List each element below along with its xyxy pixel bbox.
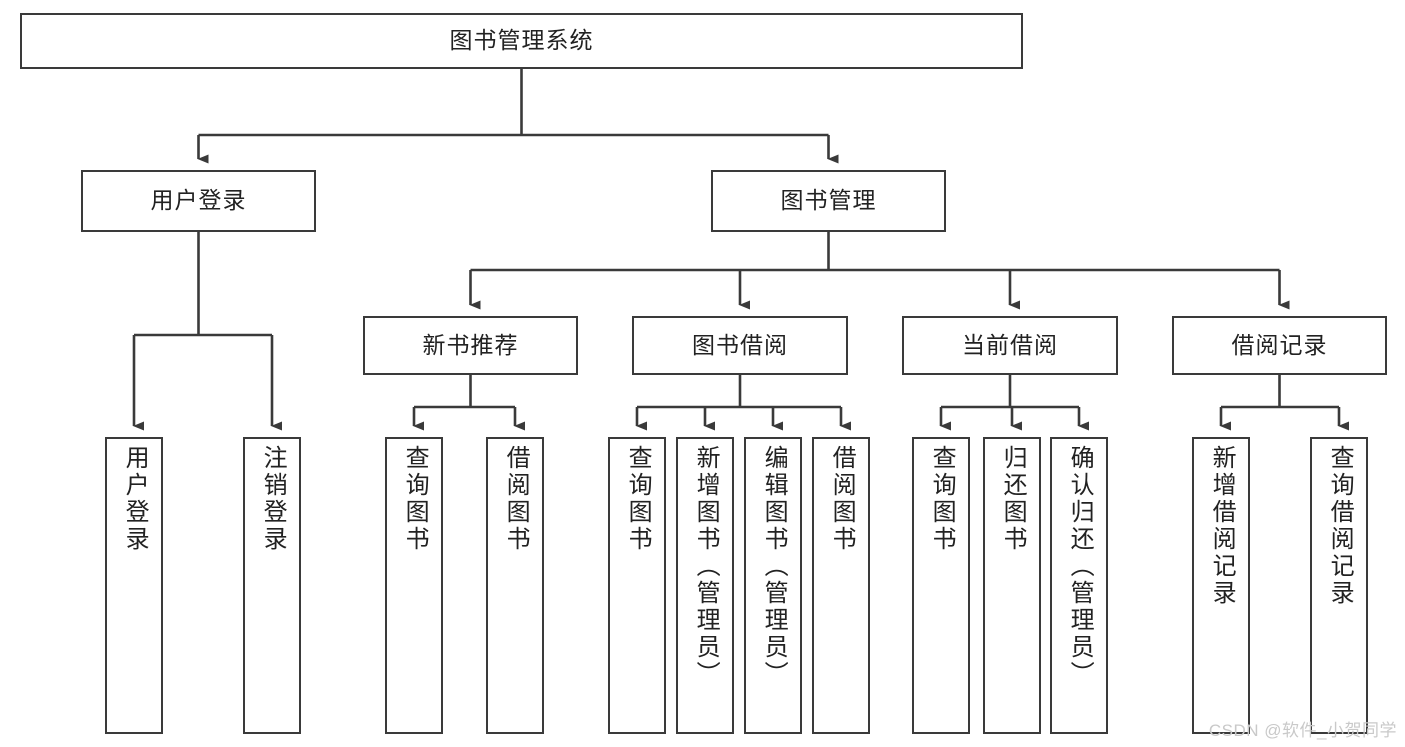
node-leaf3[interactable]: 查询图书: [385, 437, 443, 734]
node-l1b[interactable]: 图书管理: [711, 170, 946, 232]
node-leaf8[interactable]: 借阅图书: [812, 437, 870, 734]
node-leaf12[interactable]: 新增借阅记录: [1192, 437, 1250, 734]
node-label: 新增图书（管理员）: [692, 445, 720, 688]
watermark: CSDN @软件_小贺同学: [1208, 721, 1397, 740]
node-label: 借阅记录: [1231, 331, 1328, 358]
node-leaf6[interactable]: 新增图书（管理员）: [676, 437, 734, 734]
node-label: 查询图书: [624, 445, 652, 553]
node-label: 图书管理系统: [449, 27, 594, 54]
node-root[interactable]: 图书管理系统: [20, 13, 1023, 69]
node-label: 用户登录: [150, 187, 247, 214]
node-leaf13[interactable]: 查询借阅记录: [1310, 437, 1368, 734]
node-l1a[interactable]: 用户登录: [81, 170, 316, 232]
node-label: 查询图书: [928, 445, 956, 553]
node-label: 查询借阅记录: [1326, 445, 1354, 607]
node-leaf7[interactable]: 编辑图书（管理员）: [744, 437, 802, 734]
node-leaf4[interactable]: 借阅图书: [486, 437, 544, 734]
node-label: 新增借阅记录: [1208, 445, 1236, 607]
node-leaf2[interactable]: 注销登录: [243, 437, 301, 734]
node-label: 编辑图书（管理员）: [760, 445, 788, 688]
node-label: 图书管理: [780, 187, 877, 214]
node-l2a[interactable]: 新书推荐: [363, 316, 578, 375]
node-l2d[interactable]: 借阅记录: [1172, 316, 1387, 375]
node-label: 当前借阅: [962, 331, 1058, 358]
node-label: 确认归还（管理员）: [1066, 445, 1094, 688]
node-label: 借阅图书: [828, 445, 856, 553]
node-l2b[interactable]: 图书借阅: [632, 316, 848, 375]
node-l2c[interactable]: 当前借阅: [902, 316, 1118, 375]
node-label: 图书借阅: [692, 331, 788, 358]
node-label: 借阅图书: [502, 445, 530, 553]
node-label: 新书推荐: [422, 331, 519, 358]
node-label: 用户登录: [121, 445, 149, 553]
node-leaf10[interactable]: 归还图书: [983, 437, 1041, 734]
node-label: 归还图书: [999, 445, 1027, 553]
node-leaf5[interactable]: 查询图书: [608, 437, 666, 734]
node-label: 注销登录: [259, 445, 287, 553]
node-label: 查询图书: [401, 445, 429, 553]
node-leaf1[interactable]: 用户登录: [105, 437, 163, 734]
node-leaf9[interactable]: 查询图书: [912, 437, 970, 734]
node-leaf11[interactable]: 确认归还（管理员）: [1050, 437, 1108, 734]
